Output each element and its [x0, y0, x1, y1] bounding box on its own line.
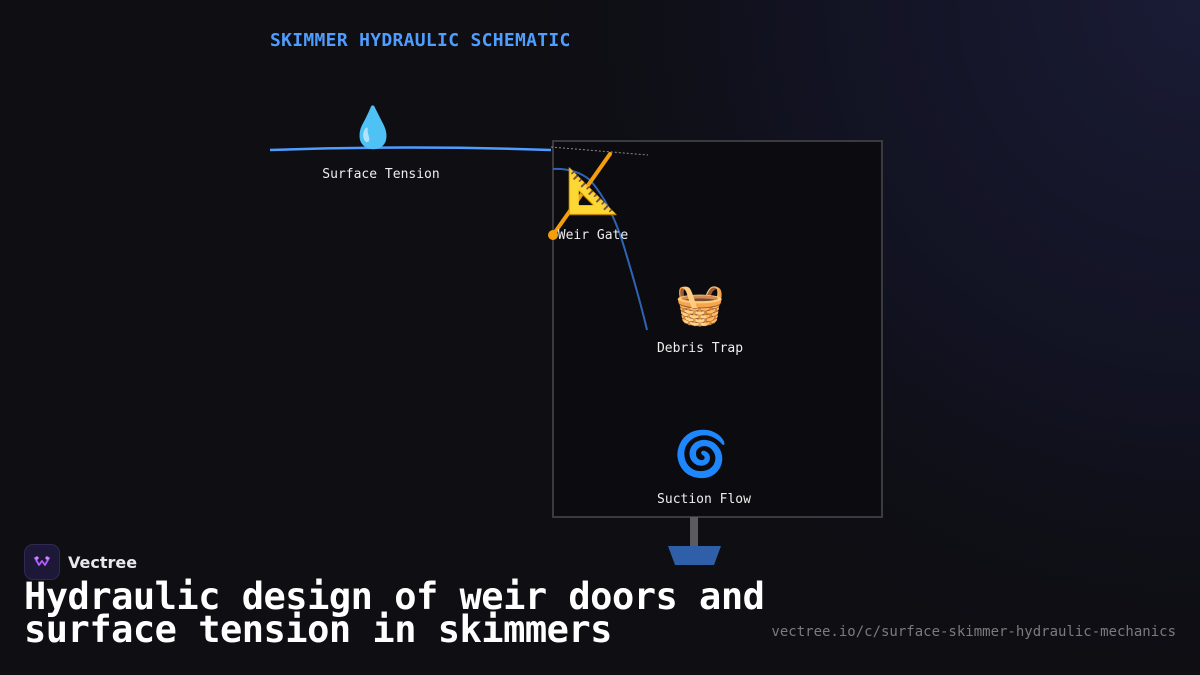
droplet-icon: 💧 — [348, 105, 398, 151]
suction-flow-label: Suction Flow — [657, 492, 751, 507]
triangular-ruler-icon: 📐 — [565, 166, 621, 217]
brand-name: Vectree — [68, 552, 138, 572]
brand[interactable]: Vectree — [24, 544, 137, 580]
weir-door — [551, 152, 612, 237]
weir-gate-label: Weir Gate — [557, 228, 629, 243]
basket-icon: 🧺 — [675, 282, 725, 328]
vectree-logo-icon — [24, 544, 60, 580]
schematic-title: SKIMMER HYDRAULIC SCHEMATIC — [270, 30, 571, 51]
outlet-pipe — [690, 517, 698, 547]
cyclone-icon: 🌀 — [673, 429, 729, 480]
skimmer-base — [668, 546, 721, 565]
skimmer-housing — [552, 140, 883, 518]
flow-path-line — [552, 167, 648, 331]
surface-tension-label: Surface Tension — [322, 167, 440, 182]
debris-trap-label: Debris Trap — [656, 341, 744, 356]
source-url[interactable]: vectree.io/c/surface-skimmer-hydraulic-m… — [771, 624, 1176, 640]
weir-hinge — [548, 230, 558, 240]
page-headline: Hydraulic design of weir doors and surfa… — [24, 575, 765, 651]
water-level-reference — [550, 146, 649, 156]
water-surface-line — [269, 146, 552, 152]
